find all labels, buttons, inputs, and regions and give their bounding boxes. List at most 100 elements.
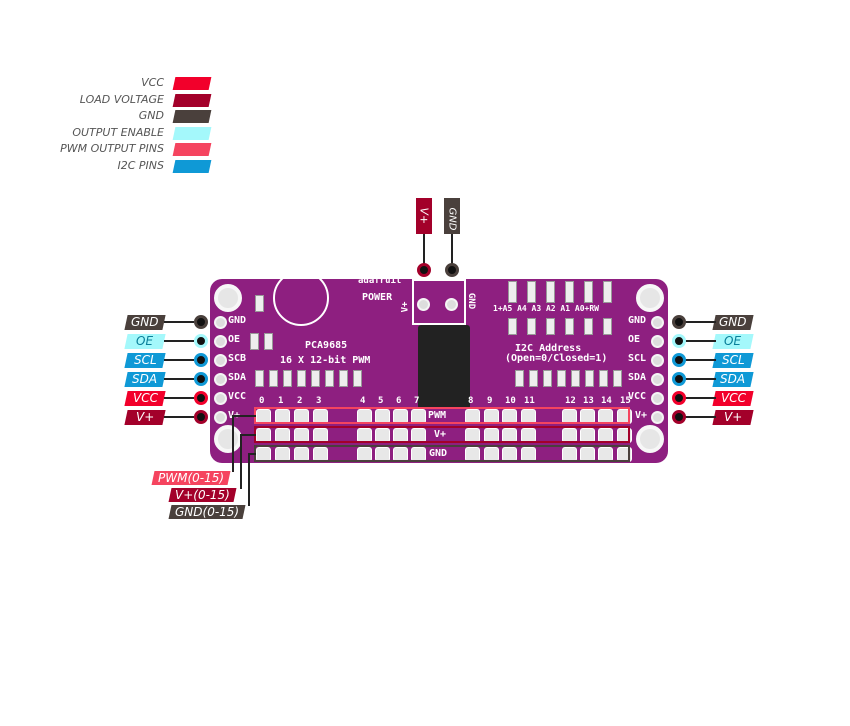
left-pin-tag: V+ (124, 410, 166, 425)
legend-swatch (172, 143, 212, 156)
terminal-plus-silk: V+ (400, 301, 411, 313)
bottom-tag-label: GND(0-15) (175, 505, 240, 519)
connector-line (232, 415, 234, 472)
pin-dot (194, 410, 208, 424)
vplus-terminal-dot (417, 263, 431, 277)
address-title-silk: I2C Address (515, 343, 582, 354)
resistor (255, 370, 264, 387)
channel-number: 14 (601, 396, 612, 406)
connector-line (232, 415, 256, 417)
header-hole (214, 411, 227, 424)
resistor (613, 370, 622, 387)
resistor (250, 333, 259, 350)
terminal-hole (417, 298, 430, 311)
pin-label: GND (131, 315, 159, 329)
connector-line (684, 397, 716, 399)
top-pin-label: V+ (417, 207, 431, 225)
connector-line (684, 378, 716, 380)
channel-number: 1 (278, 396, 284, 406)
top-pin-label: GND (446, 207, 458, 231)
right-pin-silk: SDA (628, 372, 647, 383)
header-hole (651, 411, 664, 424)
pin-dot (194, 372, 208, 386)
row-pwm-silk: PWM (428, 410, 447, 421)
connector-line (164, 397, 194, 399)
left-pin-silk: GND (228, 315, 247, 326)
address-resistor (546, 318, 555, 335)
right-pin-tag: OE (712, 334, 754, 349)
resistor (543, 370, 552, 387)
pin-dot (672, 334, 686, 348)
connector-line (684, 340, 716, 342)
resistor (283, 370, 292, 387)
right-pin-silk: V+ (635, 410, 648, 421)
pin-label: SCL (721, 353, 745, 367)
channel-number: 0 (259, 396, 265, 406)
right-pin-tag: SDA (712, 372, 754, 387)
header-hole (651, 392, 664, 405)
terminal-gnd-silk: GND (466, 292, 477, 310)
connector-line (248, 453, 250, 506)
bottom-tag-label: V+(0-15) (175, 488, 230, 502)
top-tag-gnd: GND (444, 198, 460, 234)
brand-silk: adafruit (358, 276, 402, 286)
header-hole (651, 335, 664, 348)
pin-label: VCC (132, 391, 158, 405)
channel-number: 11 (524, 396, 535, 406)
resistor (515, 370, 524, 387)
left-pin-silk: SDA (228, 372, 247, 383)
legend-label: I2C PINS (117, 158, 164, 172)
channel-number: 5 (378, 396, 384, 406)
address-pins-silk: 1+A5 A4 A3 A2 A1 A0+RW (493, 304, 599, 313)
resistor (311, 370, 320, 387)
pin-dot (672, 315, 686, 329)
desc-silk: 16 X 12-bit PWM (280, 355, 371, 366)
resistor (557, 370, 566, 387)
channel-number: 7 (414, 396, 420, 406)
left-pin-tag: SDA (124, 372, 166, 387)
right-pin-tag: GND (712, 315, 754, 330)
channel-number: 13 (583, 396, 594, 406)
resistor (255, 295, 264, 312)
pin-label: GND (719, 315, 747, 329)
gnd-terminal-dot (445, 263, 459, 277)
legend-swatch (172, 159, 212, 173)
address-jumper (603, 281, 612, 303)
address-jumper (565, 281, 574, 303)
resistor (529, 370, 538, 387)
connector-line (684, 416, 716, 418)
left-pin-tag: SCL (124, 353, 166, 368)
channel-number: 9 (487, 396, 493, 406)
legend-label: LOAD VOLTAGE (79, 92, 164, 106)
left-pin-silk: SCB (228, 353, 247, 364)
pin-label: SDA (132, 372, 158, 386)
resistor (339, 370, 348, 387)
address-resistor (565, 318, 574, 335)
pin-dot (672, 391, 686, 405)
resistor (264, 333, 273, 350)
header-hole (214, 335, 227, 348)
resistor (297, 370, 306, 387)
pin-label: SDA (720, 372, 746, 386)
pin-dot (194, 334, 208, 348)
mount-hole (636, 284, 664, 312)
connector-line (164, 359, 194, 361)
connector-line (164, 378, 194, 380)
header-hole (214, 354, 227, 367)
pin-dot (194, 391, 208, 405)
pin-label: OE (136, 334, 154, 348)
connector-line (451, 234, 453, 264)
mount-hole (214, 284, 242, 312)
terminal-hole (445, 298, 458, 311)
pin-label: OE (724, 334, 742, 348)
resistor (325, 370, 334, 387)
resistor (353, 370, 362, 387)
connector-line (248, 453, 256, 455)
pin-label: VCC (720, 391, 746, 405)
connector-line (240, 434, 256, 436)
address-resistor (603, 318, 612, 335)
pin-label: SCL (133, 353, 157, 367)
header-hole (214, 373, 227, 386)
top-tag-vplus: V+ (416, 198, 432, 234)
pin-dot (194, 353, 208, 367)
